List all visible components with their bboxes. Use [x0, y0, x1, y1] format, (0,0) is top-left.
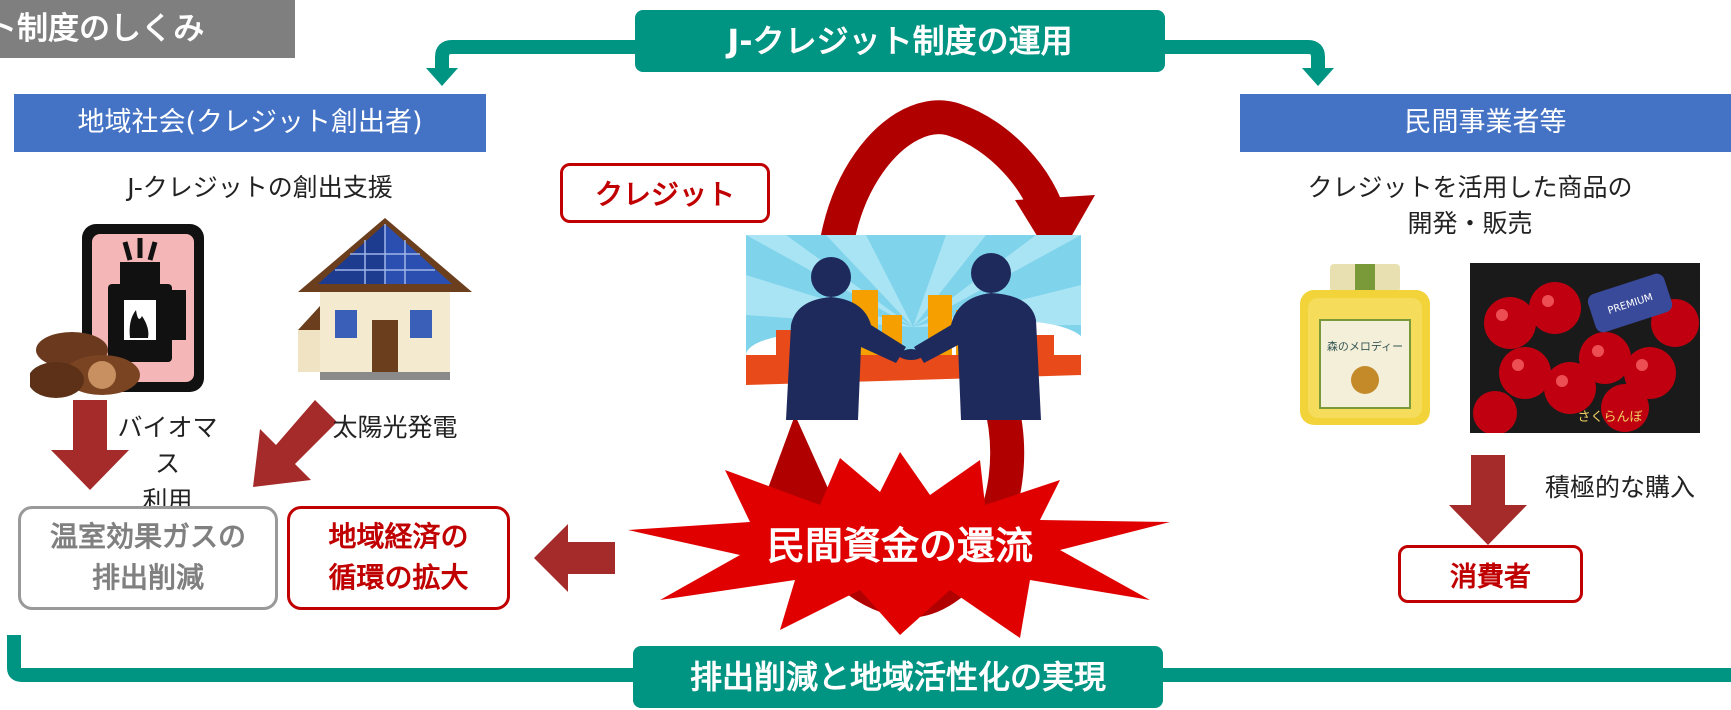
top-banner: J-クレジット制度の運用	[635, 10, 1165, 72]
purchase-label: 積極的な購入	[1544, 473, 1695, 502]
right-subtitle-line1: クレジットを活用した商品の	[1307, 173, 1633, 202]
bottom-banner: 排出削減と地域活性化の実現	[633, 646, 1163, 708]
credit-label-box: クレジット	[560, 163, 770, 223]
handshake-image	[746, 235, 1081, 420]
ghg-reduction-box: 温室効果ガスの 排出削減	[18, 506, 278, 610]
solar-diagonal-arrow	[253, 400, 337, 487]
solar-label: 太陽光発電	[332, 413, 458, 442]
left-header: 地域社会(クレジット創出者)	[14, 94, 486, 152]
right-subtitle-line2: 開発・販売	[1407, 209, 1533, 239]
page-title: ト制度のしくみ	[0, 0, 295, 58]
right-header: 民間事業者等	[1240, 94, 1731, 152]
biomass-label: バイオマス 利用	[110, 410, 225, 519]
biomass-down-arrow	[51, 400, 129, 490]
left-subtitle: J-クレジットの創出支援	[127, 173, 393, 202]
burst-label: 民間資金の還流	[766, 524, 1033, 568]
biomass-label-line1: バイオマス	[117, 413, 218, 479]
ghg-box-line1: 温室効果ガスの	[49, 520, 246, 554]
svg-text:さくらんぼ: さくらんぼ	[1577, 410, 1642, 425]
econ-box-line2: 循環の拡大	[328, 561, 469, 594]
right-subtitle: クレジットを活用した商品の 開発・販売	[1270, 170, 1670, 243]
solar-house-icon	[298, 218, 472, 380]
svg-text:森のメロディー: 森のメロディー	[1327, 339, 1403, 353]
bottom-connector	[7, 635, 1731, 682]
cherries-image: PREMIUM さくらんぼ	[1470, 263, 1700, 433]
top-connector	[426, 40, 1334, 86]
ghg-box-line2: 排出削減	[91, 561, 204, 594]
consumer-box: 消費者	[1398, 545, 1583, 603]
purchase-down-arrow	[1449, 455, 1527, 545]
honey-jar-image: 森のメロディー	[1280, 262, 1450, 432]
funds-left-arrow	[534, 524, 615, 592]
local-economy-box: 地域経済の 循環の拡大	[287, 506, 510, 610]
econ-box-line1: 地域経済の	[328, 520, 469, 554]
biomass-stove-icon	[30, 224, 204, 398]
burst-shape	[628, 452, 1170, 638]
